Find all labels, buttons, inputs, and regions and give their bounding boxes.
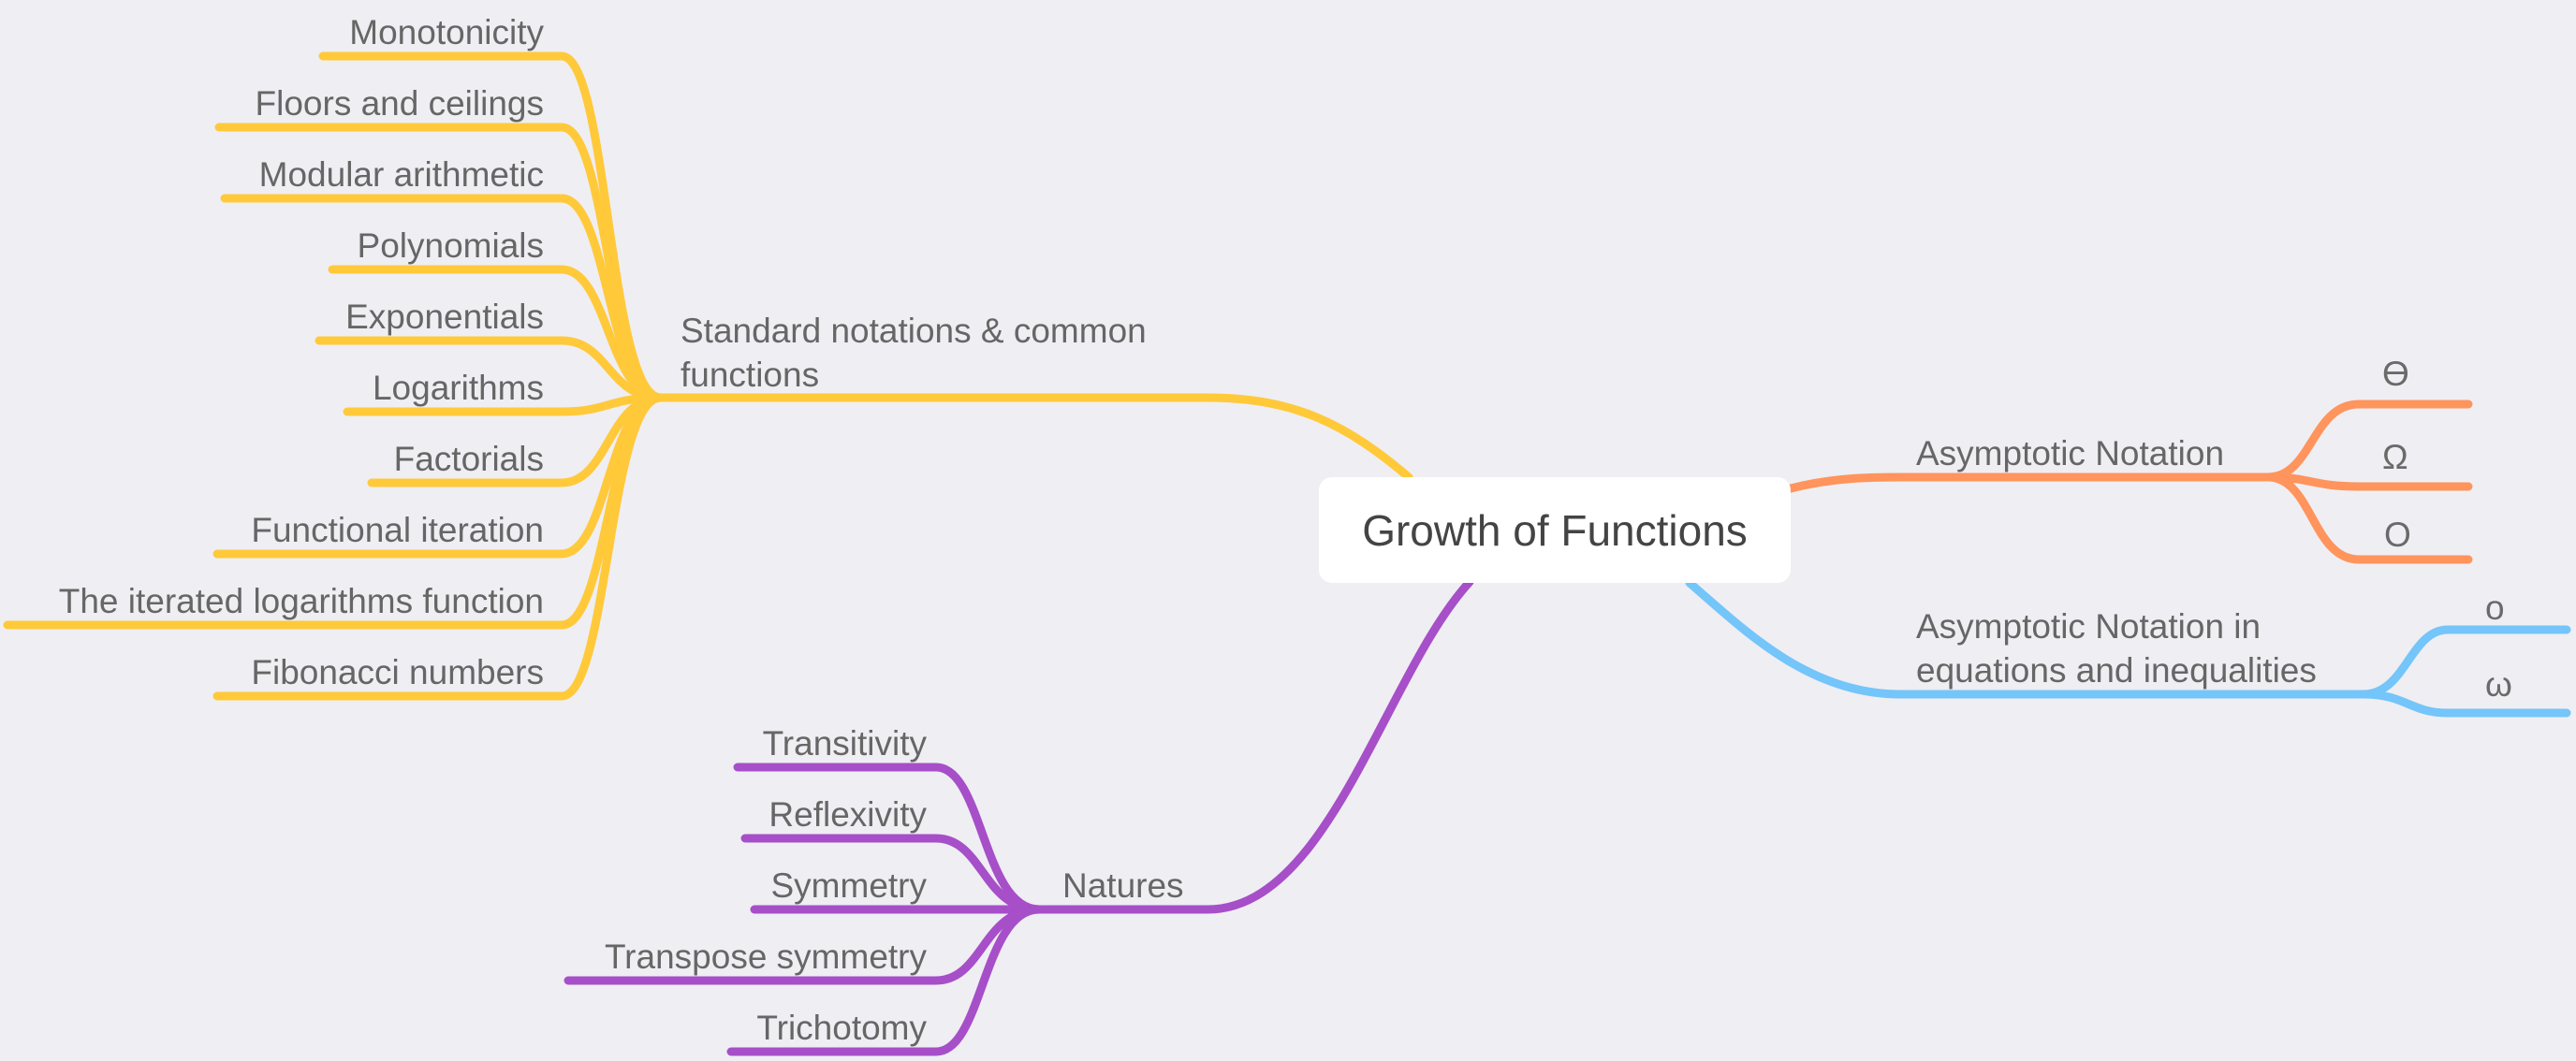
connector-root-standard [656, 393, 1413, 482]
topic-logarithms[interactable]: Logarithms [372, 369, 544, 407]
connector-big-o [2263, 472, 2473, 564]
connector-little-o [2359, 625, 2571, 699]
connector-root-equations [1685, 578, 2368, 699]
connector-little-omega [2359, 690, 2571, 718]
connector-trichotomy [726, 905, 1044, 1056]
notation-little-omega[interactable]: ω [2485, 665, 2512, 704]
notation-theta[interactable]: ϴ [2382, 355, 2409, 393]
connectors-standard-children [3, 51, 666, 701]
connector-root-natures [1034, 577, 1474, 914]
topic-modular-arithmetic[interactable]: Modular arithmetic [258, 155, 544, 194]
connectors-asymptotic-children [2263, 400, 2473, 564]
topic-exponentials[interactable]: Exponentials [345, 298, 544, 336]
notation-big-omega[interactable]: Ω [2382, 438, 2408, 476]
branch-label-asymptotic[interactable]: Asymptotic Notation [1916, 434, 2225, 472]
notation-big-o[interactable]: O [2384, 516, 2411, 554]
connector-root-asymptotic [1786, 472, 2273, 493]
topic-fibonacci-numbers[interactable]: Fibonacci numbers [251, 653, 544, 691]
branch-label-equations[interactable]: Asymptotic Notation in equations and ine… [1916, 607, 2317, 690]
topic-functional-iteration[interactable]: Functional iteration [251, 511, 544, 549]
topic-floors-and-ceilings[interactable]: Floors and ceilings [255, 84, 544, 123]
connector-theta [2263, 400, 2473, 482]
topic-polynomials[interactable]: Polynomials [357, 226, 544, 265]
topic-symmetry[interactable]: Symmetry [770, 866, 928, 905]
topic-transpose-symmetry[interactable]: Transpose symmetry [604, 937, 927, 976]
topic-trichotomy[interactable]: Trichotomy [756, 1009, 927, 1047]
topic-iterated-logarithms[interactable]: The iterated logarithms function [58, 582, 544, 620]
branch-label-standard[interactable]: Standard notations & common functions [681, 312, 1147, 394]
topic-transitivity[interactable]: Transitivity [762, 724, 927, 763]
connectors-equations-children [2359, 625, 2571, 718]
notation-little-o[interactable]: o [2485, 589, 2505, 627]
connectors-natures-children [564, 763, 1044, 1056]
root-label: Growth of Functions [1362, 505, 1748, 555]
connector-fibonacci [212, 393, 666, 701]
branch-label-natures[interactable]: Natures [1062, 866, 1184, 905]
topic-monotonicity[interactable]: Monotonicity [349, 13, 544, 51]
connector-omega [2263, 472, 2473, 491]
topic-reflexivity[interactable]: Reflexivity [768, 795, 927, 834]
topic-factorials[interactable]: Factorials [393, 440, 544, 478]
root-node[interactable]: Growth of Functions [1319, 477, 1791, 583]
